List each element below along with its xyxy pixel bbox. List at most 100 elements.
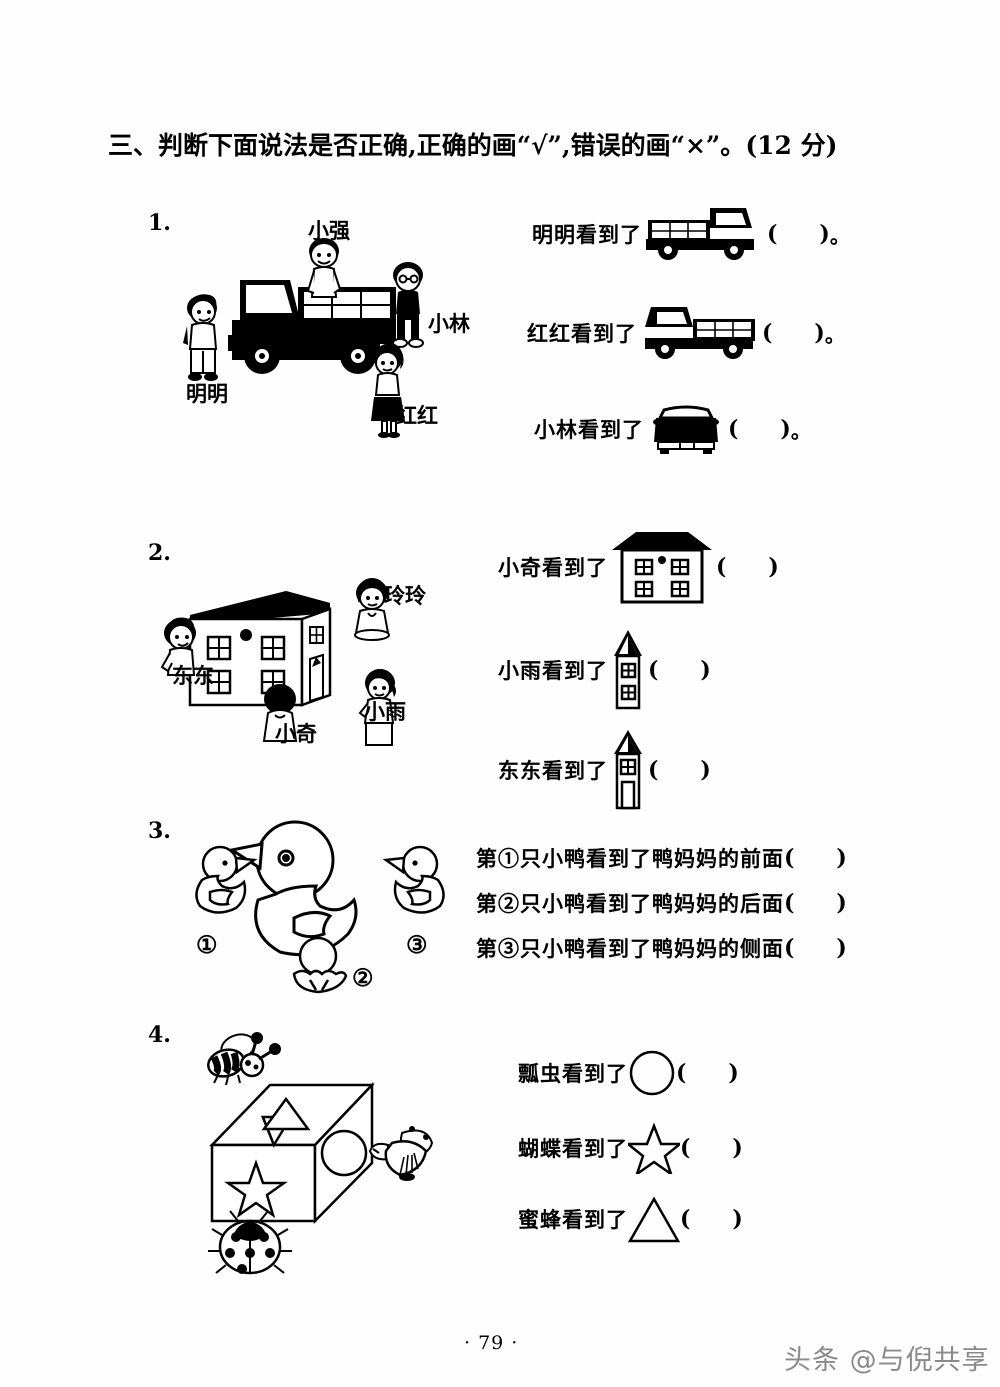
q2-answer-paren-close-1: ) [768,554,779,580]
triangle-shape-icon [628,1195,680,1243]
truck-illustration [228,280,396,374]
star-shape-icon [628,1122,680,1174]
q3-answer-paren-close-2: ) [836,890,847,916]
q4-statement-2-text: 蝴蝶看到了 [518,1136,628,1161]
q1-answer-paren-open-1: ( [767,221,778,247]
q3-duck-scene [170,820,470,1002]
q4-statement-1: 瓢虫看到了 ( ) [518,1049,739,1097]
q2-answer-paren-open-3: ( [648,757,659,783]
mother-duck [228,820,358,957]
q1-answer-paren-close-1: ) [819,221,830,247]
duckling-3 [382,845,445,914]
house-illustration [188,591,332,707]
q4-answer-paren-close-2: ) [732,1135,743,1161]
q1-label-honghong: 红红 [396,403,438,428]
q4-statement-1-text: 瓢虫看到了 [518,1061,628,1086]
q1-statement-3-period: 。 [790,418,811,443]
section-heading: 三、判断下面说法是否正确,正确的画“√”,错误的画“×”。(12 分) [108,126,948,162]
q1-answer-paren-open-2: ( [762,320,773,346]
q4-answer-paren-open-2: ( [680,1135,691,1161]
q2-label-xiaoqi: 小奇 [275,721,317,746]
child-xiaolin [392,262,424,348]
q4-statement-2: 蝴蝶看到了 ( ) [518,1122,743,1174]
question-number-1: 1. [148,210,171,236]
q4-answer-paren-open-1: ( [676,1060,687,1086]
q2-statement-2-text: 小雨看到了 [498,658,608,683]
q2-statement-3-text: 东东看到了 [498,758,608,783]
q1-answer-paren-open-3: ( [728,416,739,442]
butterfly-icon [368,1126,434,1181]
q3-answer-paren-open-3: ( [784,935,795,961]
house-front-view-icon [608,528,716,606]
q1-statement-2-period: 。 [824,322,845,347]
house-side-view-icon [608,628,648,712]
q4-statement-3-text: 蜜蜂看到了 [518,1207,628,1232]
q1-answer-paren-close-2: ) [814,320,825,346]
question-number-2: 2. [148,540,171,566]
q2-statement-2: 小雨看到了 ( ) [498,628,711,712]
q4-box-scene [160,1025,450,1275]
q3-statement-1: 第①只小鸭看到了鸭妈妈的前面 ( ) [476,843,847,873]
q4-answer-paren-close-1: ) [728,1060,739,1086]
q2-statement-1-text: 小奇看到了 [498,555,608,580]
q2-answer-paren-open-1: ( [716,554,727,580]
q2-label-xiaoyu: 小雨 [364,699,406,724]
q1-statement-1-period: 。 [829,223,850,248]
duckling-2 [292,936,348,994]
q3-statement-3-text: 第③只小鸭看到了鸭妈妈的侧面 [476,936,784,961]
section-heading-text: 三、判断下面说法是否正确,正确的画“√”,错误的画“×”。 [108,131,746,160]
q3-answer-paren-close-1: ) [836,845,847,871]
q1-truck-scene [180,225,500,445]
child-mingming [183,294,218,381]
q1-label-xiaolin: 小林 [428,311,470,336]
q1-statement-3-text: 小林看到了 [534,417,644,442]
q1-statement-2: 红红看到了 ( ) 。 [527,305,845,361]
q1-answer-paren-close-3: ) [780,416,791,442]
q4-answer-paren-open-3: ( [680,1206,691,1232]
q2-house-scene [160,555,478,775]
q2-statement-3: 东东看到了 ( ) [498,728,711,812]
q3-statement-1-text: 第①只小鸭看到了鸭妈妈的前面 [476,846,784,871]
truck-left-facing-icon [637,305,762,361]
q3-answer-paren-close-3: ) [836,935,847,961]
q3-answer-paren-open-1: ( [784,845,795,871]
q2-answer-paren-close-3: ) [700,757,711,783]
q3-label-duckling-2: ② [352,963,374,992]
child-honghong [371,343,405,438]
child-dongdong [160,617,196,676]
child-xiaoqiang [306,238,342,298]
q3-statement-3: 第③只小鸭看到了鸭妈妈的侧面 ( ) [476,933,847,963]
q3-label-duckling-3: ③ [406,930,428,959]
watermark: 头条 @与倪共享 [784,1345,990,1376]
q1-label-mingming: 明明 [186,381,228,406]
q1-statement-2-text: 红红看到了 [527,321,637,346]
box-illustration [209,1081,375,1225]
page-number: · 79 · [464,1332,519,1354]
house-side-door-view-icon [608,728,648,812]
q4-answer-paren-close-3: ) [732,1206,743,1232]
q4-statement-3: 蜜蜂看到了 ( ) [518,1195,743,1243]
q2-label-lingling: 玲玲 [384,583,426,608]
bee-icon [207,1032,281,1086]
child-lingling [354,578,390,641]
q3-statement-2-text: 第②只小鸭看到了鸭妈妈的后面 [476,891,784,916]
q1-statement-1-text: 明明看到了 [532,222,642,247]
question-number-3: 3. [148,818,171,844]
q1-statement-1: 明明看到了 ( ) 。 [532,206,850,262]
question-number-4: 4. [148,1022,171,1048]
q1-label-xiaoqiang: 小强 [308,218,350,243]
circle-shape-icon [628,1049,676,1097]
truck-right-facing-icon [642,206,767,262]
duckling-1 [195,845,258,914]
q3-label-duckling-1: ① [196,930,218,959]
q3-answer-paren-open-2: ( [784,890,795,916]
truck-front-view-icon [644,404,728,454]
q2-answer-paren-close-2: ) [700,657,711,683]
q3-statement-2: 第②只小鸭看到了鸭妈妈的后面 ( ) [476,888,847,918]
q1-statement-3: 小林看到了 ( ) 。 [534,404,811,454]
child-xiaoqi [262,684,298,742]
q2-statement-1: 小奇看到了 ( ) [498,528,779,606]
child-xiaoyu [358,668,396,746]
q2-answer-paren-open-2: ( [648,657,659,683]
